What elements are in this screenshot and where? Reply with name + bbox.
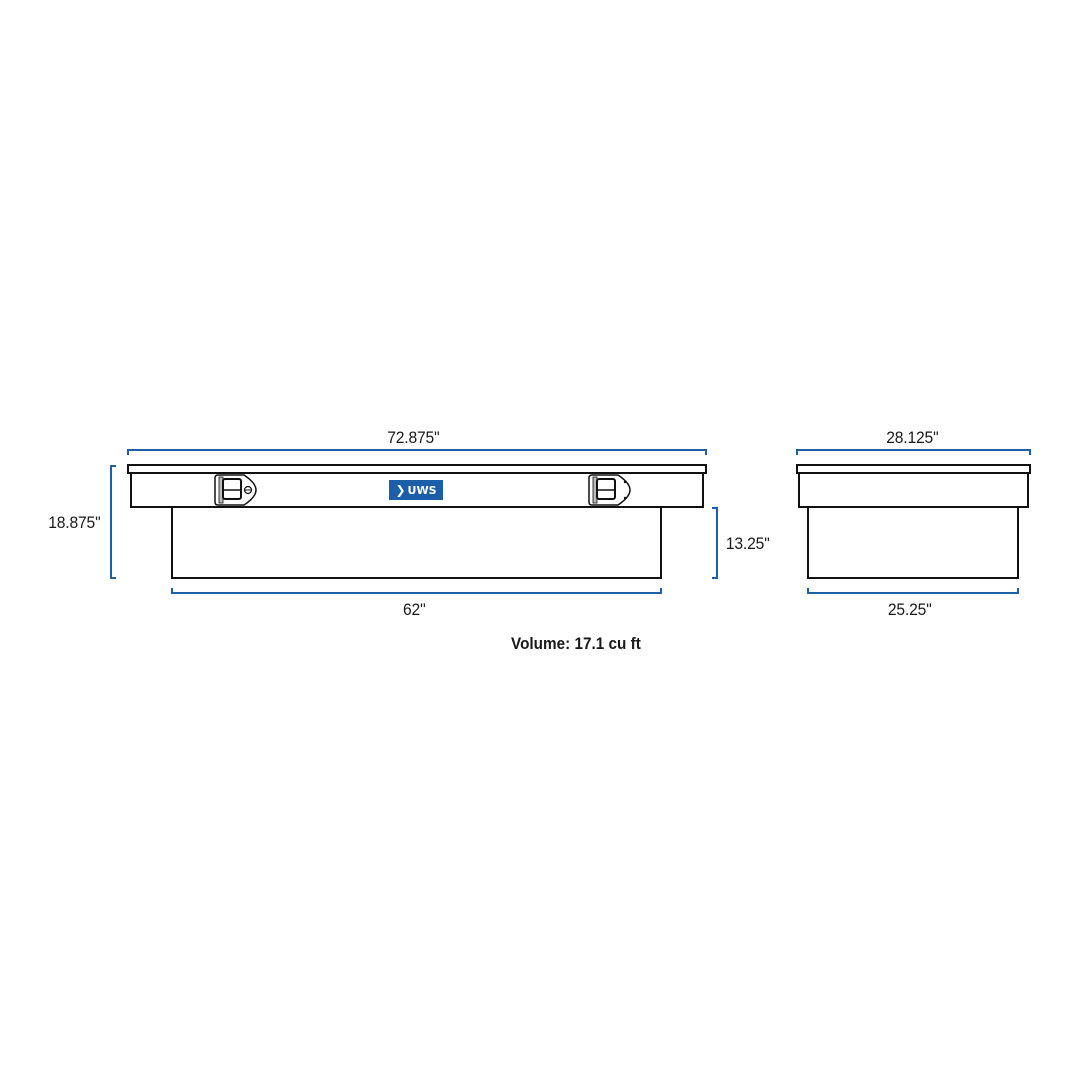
overall-depth-bracket	[796, 449, 1031, 455]
side-upper-body	[798, 472, 1029, 508]
overall-width-label: 72.875''	[387, 428, 440, 447]
overall-height-label: 18.875''	[48, 513, 101, 532]
overall-height-bracket	[110, 465, 116, 579]
lower-width-label: 62''	[402, 600, 426, 619]
front-view: 72.875'' ❯ UWS	[0, 0, 780, 700]
brand-logo-text: UWS	[407, 483, 437, 497]
overall-width-bracket	[127, 449, 707, 455]
side-lower-body	[807, 506, 1019, 579]
fish-logo-icon: ❯	[395, 483, 406, 497]
lower-height-label: 13.25''	[725, 534, 770, 553]
lower-depth-bracket	[807, 588, 1019, 594]
latch-icon	[588, 473, 632, 507]
lower-body	[171, 506, 662, 579]
lower-width-bracket	[171, 588, 662, 594]
brand-logo: ❯ UWS	[389, 480, 443, 500]
overall-depth-label: 28.125''	[886, 428, 939, 447]
lower-height-bracket	[712, 507, 718, 579]
side-view: 28.125'' 25.25''	[796, 428, 1031, 619]
latch-icon	[214, 473, 258, 507]
volume-caption: Volume: 17.1 cu ft	[511, 634, 641, 653]
lower-depth-label: 25.25''	[887, 600, 932, 619]
